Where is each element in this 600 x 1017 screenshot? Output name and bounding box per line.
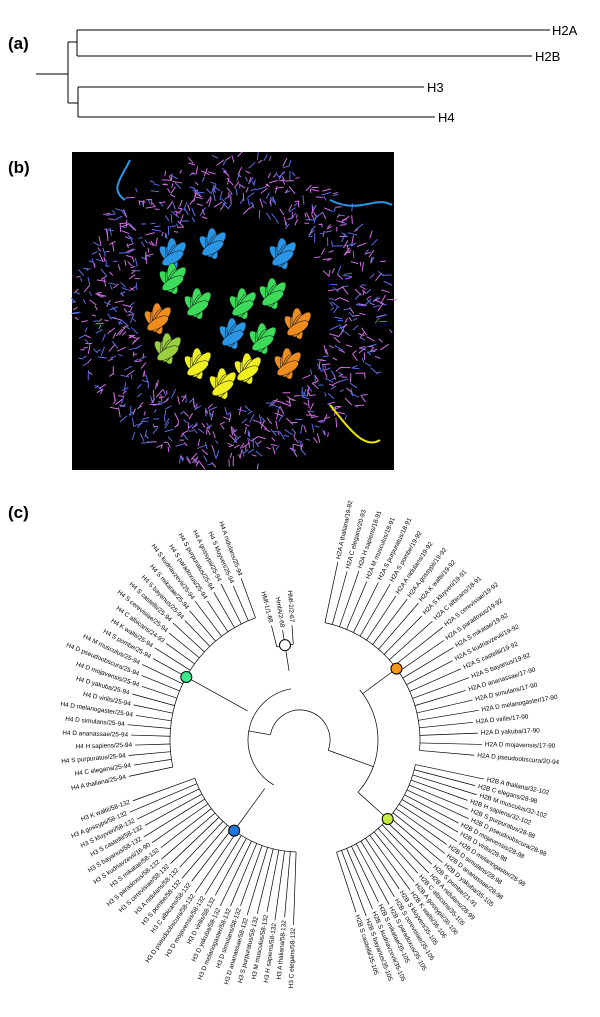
leaf-label: H4 H sapiens/25-94 — [76, 742, 133, 751]
leaf-label: H2A D yakuba/17-90 — [481, 727, 541, 736]
clade-node-marker — [181, 671, 192, 682]
clade-node-marker — [382, 813, 393, 824]
leaf-label: H2A D mojavensis/17-90 — [485, 741, 556, 750]
clade-node-marker — [391, 663, 402, 674]
leaf-label: H4 D simulans/25-94 — [65, 716, 126, 728]
clade-node-marker — [279, 640, 290, 651]
leaf-label: H3 C elegans/58-132 — [288, 927, 297, 988]
leaf-label: H2A D virilis/17-90 — [476, 713, 529, 725]
leaf-label: HMf-2/2-67 — [286, 590, 295, 623]
leaf-label: H4 D ananassae/25-94 — [62, 730, 128, 739]
clade-node-marker — [229, 825, 240, 836]
leaf-label: HmfA/2-68 — [274, 597, 286, 629]
leaf-label: H2A D pseudoobscura/20-94 — [477, 752, 560, 766]
leaf-label: H3 A thaliana/58-132 — [276, 920, 288, 980]
leaf-label: HMf-1/1-68 — [259, 591, 274, 624]
